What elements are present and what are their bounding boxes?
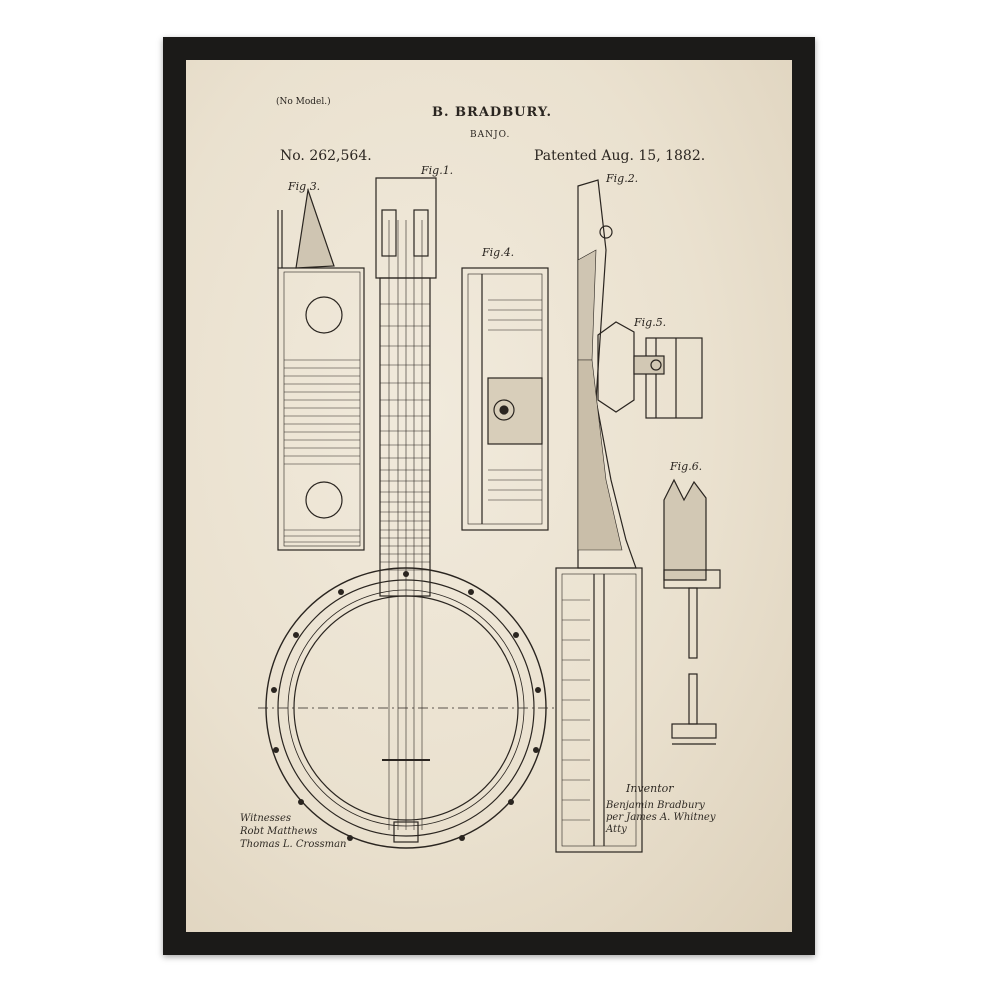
fig5-drawing — [597, 321, 703, 419]
patent-number: No. 262,564. — [280, 148, 372, 164]
fig5-label: Fig.5. — [634, 316, 667, 329]
witness-signatures: Witnesses Robt Matthews Thomas L. Crossm… — [240, 813, 347, 850]
no-model-note: (No Model.) — [276, 97, 331, 107]
inventor-label: Inventor — [626, 782, 674, 795]
fig3-label: Fig.3. — [288, 180, 321, 193]
patent-sheet: (No Model.) B. BRADBURY. BANJO. No. 262,… — [186, 60, 792, 932]
patent-date: Patented Aug. 15, 1882. — [534, 148, 706, 164]
invention-title: BANJO. — [470, 130, 511, 140]
fig1-drawing — [258, 177, 554, 849]
inventor-heading: B. BRADBURY. — [432, 105, 553, 120]
banjo-patent-drawing — [258, 177, 721, 853]
fig4-label: Fig.4. — [482, 246, 515, 259]
fig1-label: Fig.1. — [421, 164, 454, 177]
inventor-signature: Benjamin Bradbury per James A. Whitney A… — [606, 800, 716, 835]
fig6-label: Fig.6. — [670, 460, 703, 473]
fig4-drawing — [461, 267, 549, 531]
fig6-drawing — [663, 478, 721, 745]
fig3-drawing — [277, 189, 365, 551]
fig2-drawing — [555, 179, 643, 853]
fig2-label: Fig.2. — [606, 172, 639, 185]
